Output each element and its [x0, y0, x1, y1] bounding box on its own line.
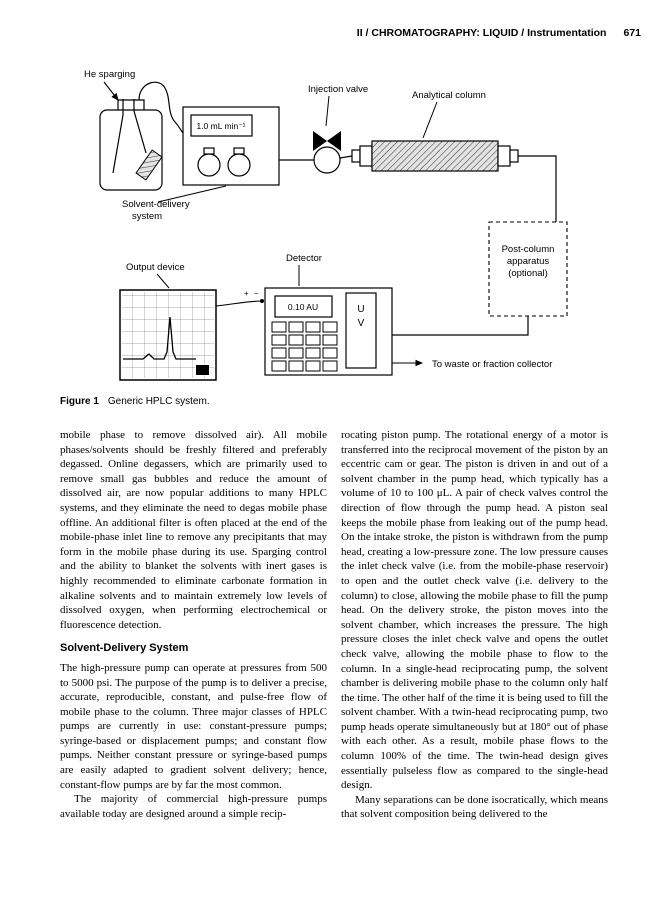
analytical-column: Analytical column	[351, 90, 557, 222]
uv-letter-v: V	[358, 318, 365, 329]
solvent-delivery-text-2: system	[132, 211, 162, 222]
figure-caption-label: Figure 1	[60, 396, 99, 407]
recorder-pen	[196, 365, 209, 375]
hplc-diagram: He sparging 1.0 mL min⁻¹	[84, 69, 568, 381]
he-sparging-label: He sparging	[84, 69, 135, 101]
solvent-delivery-label: Solvent-delivery system	[122, 185, 227, 222]
he-sparging-text: He sparging	[84, 69, 135, 80]
paragraph: rocating piston pump. The rotational ene…	[341, 429, 608, 792]
output-device-text: Output device	[126, 262, 185, 273]
paragraph: Many separations can be done isocratical…	[341, 793, 608, 821]
post-column-text-2: apparatus	[507, 256, 550, 267]
solvent-delivery-text-1: Solvent-delivery	[122, 199, 190, 210]
detector-keypad	[271, 321, 338, 372]
output-device: Output device	[119, 262, 217, 381]
figure-1: He sparging 1.0 mL min⁻¹	[0, 55, 668, 400]
figure-caption: Figure 1 Generic HPLC system.	[60, 396, 210, 407]
paragraph: The majority of commercial high-pressure…	[60, 793, 327, 820]
uv-letter-u: U	[357, 304, 364, 315]
uv-cell	[345, 292, 377, 369]
header-title: II / CHROMATOGRAPHY: LIQUID / Instrument…	[356, 27, 607, 39]
injection-valve: Injection valve	[308, 84, 368, 174]
paragraph: mobile phase to remove dissolved air). A…	[60, 429, 327, 631]
post-column-text-3: (optional)	[508, 268, 548, 279]
absorbance-display: 0.10 AU	[288, 302, 318, 312]
running-header: II / CHROMATOGRAPHY: LIQUID / Instrument…	[60, 27, 641, 39]
signal-wire: + −	[215, 289, 264, 307]
detector-text: Detector	[286, 253, 322, 264]
left-column: mobile phase to remove dissolved air). A…	[60, 428, 327, 822]
page-number: 671	[623, 27, 641, 39]
figure-caption-text: Generic HPLC system.	[107, 396, 210, 407]
detector: Detector 0.10 AU U V	[264, 253, 393, 376]
post-column-text-1: Post-column	[502, 244, 555, 255]
paragraph: The high-pressure pump can operate at pr…	[60, 661, 327, 791]
solvent-reservoir	[99, 81, 184, 191]
solvent-delivery-system: 1.0 mL min⁻¹	[182, 106, 314, 186]
minus-terminal: −	[254, 289, 259, 298]
injection-valve-text: Injection valve	[308, 84, 368, 95]
plus-terminal: +	[244, 289, 249, 298]
post-column-apparatus: Post-column apparatus (optional)	[392, 221, 568, 336]
waste-line: To waste or fraction collector	[392, 359, 552, 370]
flow-rate-display: 1.0 mL min⁻¹	[196, 121, 245, 131]
right-column: rocating piston pump. The rotational ene…	[341, 428, 608, 822]
analytical-column-text: Analytical column	[412, 90, 486, 101]
waste-text: To waste or fraction collector	[432, 359, 552, 370]
section-heading: Solvent-Delivery System	[60, 642, 189, 655]
chromatogram-trace	[123, 316, 196, 360]
article-body: mobile phase to remove dissolved air). A…	[60, 428, 608, 822]
